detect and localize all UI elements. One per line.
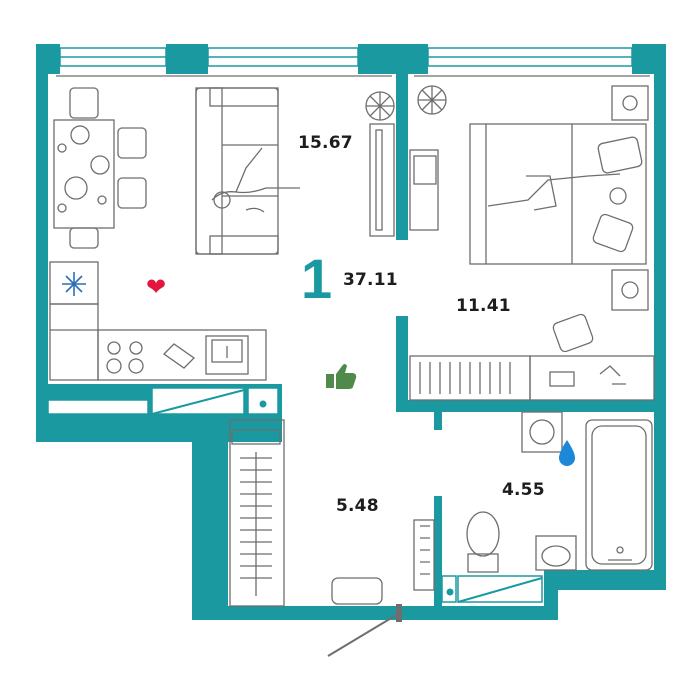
room-count-label: 1	[301, 247, 333, 310]
snowflake-icon	[62, 272, 86, 296]
wall-openings	[47, 387, 543, 603]
thumbs-up-icon	[326, 364, 357, 389]
windows	[59, 47, 633, 67]
bathroom-area-label: 4.55	[502, 480, 545, 500]
hallway-area-label: 5.48	[336, 496, 379, 516]
total-area-label: 37.11	[343, 270, 398, 290]
walls	[36, 44, 666, 620]
bedroom-area-label: 11.41	[456, 296, 511, 316]
water-drop-icon	[559, 440, 575, 466]
heart-icon: ❤	[146, 273, 167, 301]
furniture	[49, 75, 655, 607]
entrance-door	[327, 604, 402, 657]
living-kitchen-area-label: 15.67	[298, 133, 353, 153]
